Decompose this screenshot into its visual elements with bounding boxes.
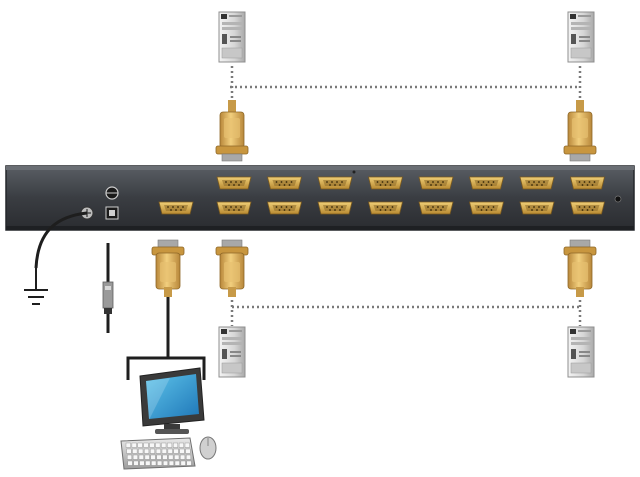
keyboard-key: [149, 442, 155, 448]
keyboard-key: [167, 448, 173, 454]
vga-port-icon: [158, 201, 194, 215]
ground-cable: [34, 211, 88, 269]
keyboard-key: [185, 454, 191, 460]
vga-port-icon: [519, 201, 555, 215]
keyboard-key: [168, 460, 174, 466]
keyboard-key: [149, 448, 155, 454]
keyboard-key: [151, 460, 157, 466]
keyboard-key: [132, 454, 138, 460]
keyboard-key: [155, 442, 161, 448]
vga-connector-icon: [151, 239, 185, 298]
keyboard-key: [180, 460, 186, 466]
keyboard-key: [126, 454, 132, 460]
vga-port-icon: [317, 176, 353, 190]
monitor-icon: [139, 367, 205, 434]
vga-port-icon: [216, 176, 252, 190]
keyboard-key: [125, 442, 131, 448]
vga-port-icon: [368, 201, 403, 215]
tower-server-icon: [218, 11, 246, 63]
keyboard-key: [161, 442, 167, 448]
keyboard-key: [178, 442, 184, 448]
keyboard-icon: [120, 437, 196, 470]
power-button-icon: [105, 186, 119, 200]
vga-connector-icon: [215, 239, 249, 298]
ground-icon: [24, 268, 48, 305]
vga-port-icon: [267, 201, 302, 215]
keyboard-key: [139, 460, 145, 466]
keyboard-key: [126, 448, 132, 454]
keyboard-key: [137, 442, 143, 448]
vga-connector-icon: [215, 99, 249, 162]
keyboard-key: [162, 460, 168, 466]
vga-port-icon: [418, 176, 454, 190]
keyboard-key: [143, 442, 149, 448]
keyboard-key: [132, 448, 138, 454]
keyboard-key: [167, 442, 173, 448]
keyboard-key: [144, 448, 150, 454]
vga-port-icon: [317, 201, 353, 215]
keyboard-key: [180, 454, 186, 460]
vga-port-icon: [570, 176, 605, 190]
keyboard-key: [186, 460, 192, 466]
tower-server-icon: [567, 326, 595, 378]
keyboard-key: [157, 460, 163, 466]
keyboard-key: [174, 454, 180, 460]
keyboard-key: [162, 454, 168, 460]
vga-port-icon: [519, 176, 555, 190]
keyboard-key: [133, 460, 139, 466]
keyboard-key: [179, 448, 185, 454]
tower-server-icon: [218, 326, 246, 378]
keyboard-key: [156, 454, 162, 460]
vga-port-icon: [267, 176, 302, 190]
vga-port-icon: [469, 176, 504, 190]
keyboard-key: [138, 448, 144, 454]
keyboard-key: [145, 460, 151, 466]
keyboard-key: [173, 448, 179, 454]
keyboard-key: [144, 454, 150, 460]
vga-port-icon: [368, 176, 403, 190]
tower-server-icon: [567, 11, 595, 63]
vga-port-icon: [216, 201, 252, 215]
keyboard-key: [161, 448, 167, 454]
vga-port-icon: [570, 201, 605, 215]
mouse-icon: [199, 436, 217, 460]
keyboard-key: [127, 460, 133, 466]
keyboard-key: [172, 442, 178, 448]
kvm-switch-rack-unit: [5, 165, 635, 231]
keyboard-key: [131, 442, 137, 448]
keyboard-key: [168, 454, 174, 460]
vga-connector-icon: [563, 239, 597, 298]
keyboard-key: [155, 448, 161, 454]
keyboard-key: [150, 454, 156, 460]
vga-port-icon: [418, 201, 454, 215]
power-plug-icon: [102, 281, 114, 333]
vga-connector-icon: [563, 99, 597, 162]
console-cable-split: [126, 356, 206, 380]
keyboard-key: [174, 460, 180, 466]
keyboard-key: [185, 448, 191, 454]
keyboard-key: [138, 454, 144, 460]
vga-port-icon: [469, 201, 504, 215]
power-socket-icon: [105, 206, 119, 220]
keyboard-key: [184, 442, 190, 448]
